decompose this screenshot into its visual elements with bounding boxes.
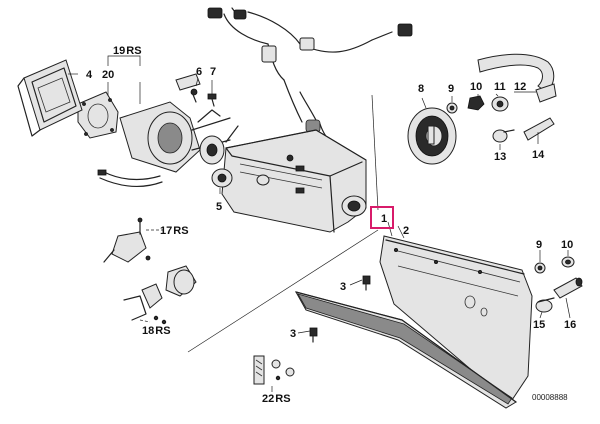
gasket <box>77 91 119 139</box>
callout-14: 14 <box>532 149 545 161</box>
connector-plug-top <box>233 9 247 20</box>
callout-3-upper: 3 <box>340 281 346 293</box>
end-cap <box>211 168 270 188</box>
callout-10-top: 10 <box>470 81 482 93</box>
bracket-assembly-18 <box>123 265 197 325</box>
washer-9-lower <box>534 262 546 274</box>
image-id-label: 00008888 <box>532 393 568 402</box>
callout-22: 22RS <box>262 393 291 405</box>
callout-12: 12 <box>514 81 526 93</box>
screw-3-upper <box>362 275 371 291</box>
callout-2: 2 <box>403 225 409 237</box>
screw-7 <box>207 93 217 107</box>
fuel-nozzle <box>175 73 201 103</box>
tray-cover <box>379 235 533 401</box>
screw-3-lower <box>309 327 318 343</box>
callout-17: 17RS <box>160 225 189 237</box>
clip-11 <box>491 96 509 112</box>
hinge-assembly-22 <box>253 355 295 385</box>
connector-plug-top-left <box>207 7 223 19</box>
hose-12 <box>477 53 557 103</box>
tray-base <box>294 291 517 409</box>
callout-7: 7 <box>210 66 216 78</box>
heater-body <box>221 129 367 233</box>
valve-assembly-17 <box>103 217 151 263</box>
callout-labels: 19RS 20 4 6 7 5 1 2 3 3 8 9 10 11 12 13 … <box>86 45 576 405</box>
wiring-harness <box>207 7 413 141</box>
clamp-15 <box>535 297 555 313</box>
callout-16: 16 <box>564 319 576 331</box>
nut-10-top <box>467 95 485 111</box>
callout-20: 20 <box>102 69 114 81</box>
housing-frame <box>17 59 83 137</box>
divider-line-upper <box>371 94 379 211</box>
callout-6: 6 <box>196 66 202 78</box>
callout-3-lower: 3 <box>290 328 296 340</box>
pipe-16 <box>553 277 583 299</box>
connector-block-mid <box>299 37 315 51</box>
connector-plug-right <box>397 23 413 37</box>
washer-9-top <box>446 102 458 114</box>
connector-block-left <box>261 45 277 63</box>
callout-8: 8 <box>418 83 424 95</box>
callout-5: 5 <box>216 201 222 213</box>
callout-15: 15 <box>533 319 545 331</box>
callout-19: 19RS <box>113 45 142 57</box>
callout-10-lower: 10 <box>561 239 573 251</box>
clamp-13 <box>492 129 515 143</box>
nut-10-lower <box>561 256 575 268</box>
highlight-box <box>370 206 394 229</box>
callout-18: 18RS <box>142 325 171 337</box>
divider-line-lower <box>187 229 379 353</box>
callout-13: 13 <box>494 151 506 163</box>
callout-1: 1 <box>381 213 387 225</box>
pipe-14 <box>523 117 555 141</box>
callout-4: 4 <box>86 69 93 81</box>
fan-wheel <box>407 107 457 165</box>
callout-9-lower: 9 <box>536 239 542 251</box>
blower-assembly <box>97 101 239 187</box>
callout-9-top: 9 <box>448 83 454 95</box>
callout-11: 11 <box>494 81 506 93</box>
